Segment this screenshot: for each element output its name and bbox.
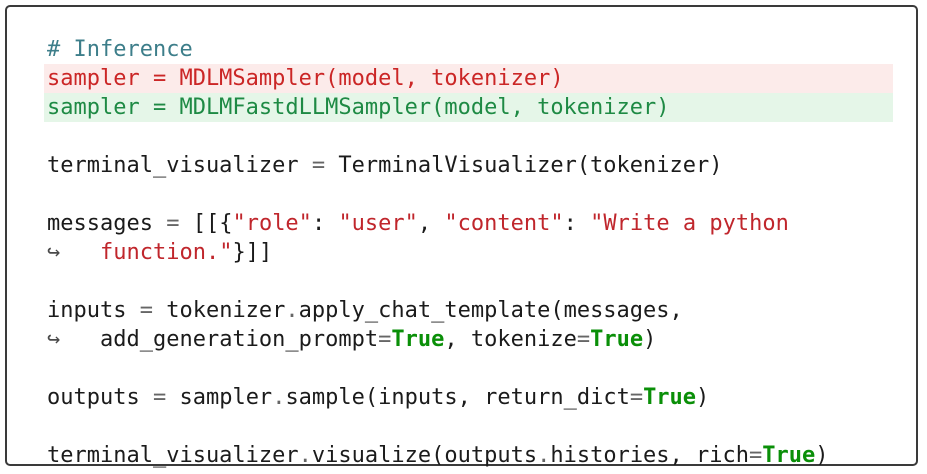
code-token-removed: sampler = MDLMSampler(model, tokenizer) — [47, 66, 564, 91]
code-token-operator: = — [378, 327, 392, 352]
code-token-plain: terminal_visualizer — [47, 153, 312, 178]
code-line: ↪ function."}]] — [44, 238, 893, 267]
code-token-plain: terminal_visualizer — [47, 443, 299, 468]
code-line: # Inference — [44, 35, 893, 64]
code-token-plain: sampler — [166, 385, 273, 410]
code-token-plain: outputs — [47, 385, 153, 410]
code-token-plain: TerminalVisualizer(tokenizer) — [325, 153, 723, 178]
code-line — [44, 267, 893, 296]
code-token-plain: visualize(outputs — [311, 443, 538, 468]
code-token-plain: }]] — [232, 240, 273, 265]
code-token-plain: : — [563, 211, 591, 236]
code-line — [44, 180, 893, 209]
code-token-operator: . — [537, 443, 551, 468]
code-token-operator: = — [576, 327, 591, 352]
code-token-plain: sample(inputs, return_dict — [285, 385, 630, 410]
code-token-string: "role" — [232, 211, 312, 236]
code-token-string: "Write a python — [590, 211, 789, 236]
code-token-operator: = — [311, 153, 326, 178]
code-token-plain: ) — [696, 385, 710, 410]
code-line — [44, 412, 893, 441]
code-token-plain: tokenizer — [152, 298, 286, 323]
code-token-keyword: True — [762, 443, 816, 468]
code-token-plain: , — [417, 211, 445, 236]
code-line — [44, 354, 893, 383]
code-token-operator: = — [152, 385, 167, 410]
code-token-keyword: True — [590, 327, 644, 352]
code-token-plain: , tokenize — [444, 327, 577, 352]
code-block: # Inference sampler = MDLMSampler(model, … — [44, 35, 893, 470]
code-token-operator: = — [629, 385, 644, 410]
code-token-operator: . — [285, 298, 299, 323]
code-token-keyword: True — [643, 385, 697, 410]
code-line: terminal_visualizer = TerminalVisualizer… — [44, 151, 893, 180]
code-token-plain: histories, rich — [550, 443, 750, 468]
code-token-string: function." — [100, 240, 233, 265]
code-token-string: "content" — [444, 211, 564, 236]
code-token-added: sampler = MDLMFastdLLMSampler(model, tok… — [47, 95, 670, 120]
code-line: terminal_visualizer.visualize(outputs.hi… — [44, 441, 893, 470]
code-token-operator: = — [166, 211, 180, 236]
code-token-plain — [60, 240, 100, 265]
code-token-operator: . — [272, 385, 286, 410]
code-line-removed: sampler = MDLMSampler(model, tokenizer) — [44, 64, 893, 93]
code-figure-frame: # Inference sampler = MDLMSampler(model, … — [5, 5, 918, 468]
line-continuation-arrow-icon: ↪ — [47, 240, 61, 265]
code-token-keyword: True — [391, 327, 445, 352]
code-token-plain: ) — [815, 443, 829, 468]
code-token-plain: [[{ — [179, 211, 233, 236]
code-line: outputs = sampler.sample(inputs, return_… — [44, 383, 893, 412]
code-token-operator: = — [749, 443, 763, 468]
code-line: inputs = tokenizer.apply_chat_template(m… — [44, 296, 893, 325]
code-line — [44, 122, 893, 151]
code-token-string: "user" — [338, 211, 418, 236]
code-token-operator: . — [298, 443, 312, 468]
code-line: ↪ add_generation_prompt=True, tokenize=T… — [44, 325, 893, 354]
code-line: messages = [[{"role": "user", "content":… — [44, 209, 893, 238]
code-token-plain: inputs — [47, 298, 140, 323]
code-token-plain: ) — [643, 327, 657, 352]
code-token-plain: apply_chat_template(messages, — [298, 298, 683, 323]
code-token-comment: # Inference — [47, 37, 193, 62]
code-token-plain: add_generation_prompt — [60, 327, 379, 352]
line-continuation-arrow-icon: ↪ — [47, 327, 61, 352]
code-token-plain: : — [311, 211, 339, 236]
code-token-plain: messages — [47, 211, 167, 236]
code-token-operator: = — [139, 298, 153, 323]
code-line-added: sampler = MDLMFastdLLMSampler(model, tok… — [44, 93, 893, 122]
